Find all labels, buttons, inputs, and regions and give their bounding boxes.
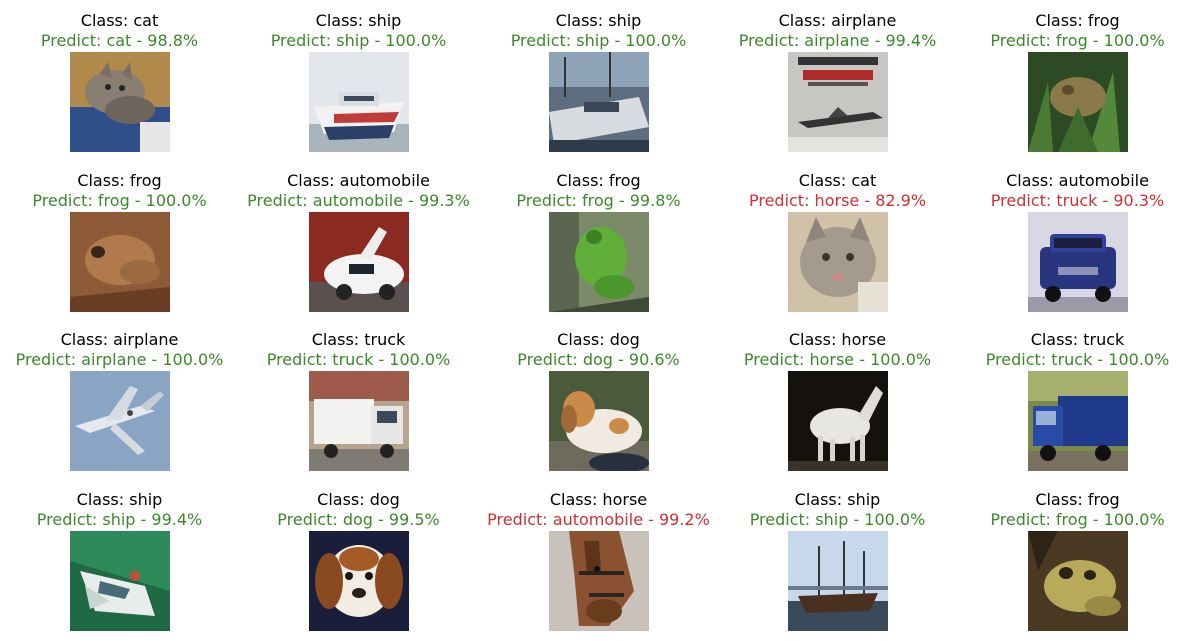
yellow-toad-image [1028, 531, 1128, 631]
prediction-label-correct: Predict: ship - 100.0% [749, 510, 926, 529]
beagle-puppy-image [309, 531, 409, 631]
cat-on-blue-cloth-image [70, 52, 170, 152]
prediction-label-wrong: Predict: truck - 90.3% [990, 191, 1165, 210]
white-motor-yacht-image [309, 52, 409, 152]
class-label: Class: dog [317, 490, 400, 509]
prediction-label-correct: Predict: ship - 99.4% [36, 510, 203, 529]
fighter-jet-image [70, 371, 170, 471]
class-label: Class: ship [315, 11, 402, 30]
boat-in-green-water-image [70, 531, 170, 631]
prediction-label-correct: Predict: frog - 100.0% [990, 31, 1165, 50]
prediction-label-correct: Predict: airplane - 99.4% [738, 31, 937, 50]
class-label: Class: automobile [287, 171, 430, 190]
green-tree-frog-image [549, 212, 649, 312]
prediction-label-correct: Predict: ship - 100.0% [510, 31, 687, 50]
prediction-label-correct: Predict: dog - 90.6% [517, 350, 680, 369]
class-label: Class: automobile [1006, 171, 1149, 190]
brown-toad-image [70, 212, 170, 312]
class-label: Class: horse [549, 490, 648, 509]
white-box-truck-image [309, 371, 409, 471]
class-label: Class: frog [1035, 490, 1120, 509]
class-label: Class: ship [76, 490, 163, 509]
prediction-label-correct: Predict: cat - 98.8% [40, 31, 199, 50]
frog-in-grass-image [1028, 52, 1128, 152]
prediction-label-correct: Predict: horse - 100.0% [743, 350, 932, 369]
prediction-label-correct: Predict: dog - 99.5% [277, 510, 440, 529]
prediction-label-correct: Predict: truck - 100.0% [985, 350, 1170, 369]
concorde-book-cover-image [788, 52, 888, 152]
class-label: Class: frog [556, 171, 641, 190]
class-label: Class: frog [1035, 11, 1120, 30]
horse-head-bridle-image [549, 531, 649, 631]
class-label: Class: dog [557, 330, 640, 349]
grey-cat-closeup-image [788, 212, 888, 312]
white-horse-dark-bg-image [788, 371, 888, 471]
class-label: Class: frog [77, 171, 162, 190]
sailing-ship-image [788, 531, 888, 631]
class-label: Class: airplane [778, 11, 897, 30]
blue-dump-truck-image [1028, 371, 1128, 471]
blue-suv-image [1028, 212, 1128, 312]
class-label: Class: truck [1030, 330, 1125, 349]
white-car-gullwing-image [309, 212, 409, 312]
prediction-label-correct: Predict: airplane - 100.0% [15, 350, 224, 369]
class-label: Class: truck [311, 330, 406, 349]
prediction-label-correct: Predict: truck - 100.0% [266, 350, 451, 369]
prediction-label-correct: Predict: automobile - 99.3% [247, 191, 470, 210]
spaniel-dog-image [549, 371, 649, 471]
class-label: Class: airplane [60, 330, 179, 349]
prediction-label-correct: Predict: frog - 100.0% [32, 191, 207, 210]
prediction-label-correct: Predict: ship - 100.0% [270, 31, 447, 50]
prediction-label-correct: Predict: frog - 100.0% [990, 510, 1165, 529]
boat-in-harbor-image [549, 52, 649, 152]
prediction-label-wrong: Predict: automobile - 99.2% [487, 510, 710, 529]
class-label: Class: cat [798, 171, 877, 190]
class-label: Class: ship [555, 11, 642, 30]
class-label: Class: cat [80, 11, 159, 30]
prediction-label-correct: Predict: frog - 99.8% [516, 191, 681, 210]
class-label: Class: ship [794, 490, 881, 509]
prediction-label-wrong: Predict: horse - 82.9% [748, 191, 927, 210]
class-label: Class: horse [788, 330, 887, 349]
